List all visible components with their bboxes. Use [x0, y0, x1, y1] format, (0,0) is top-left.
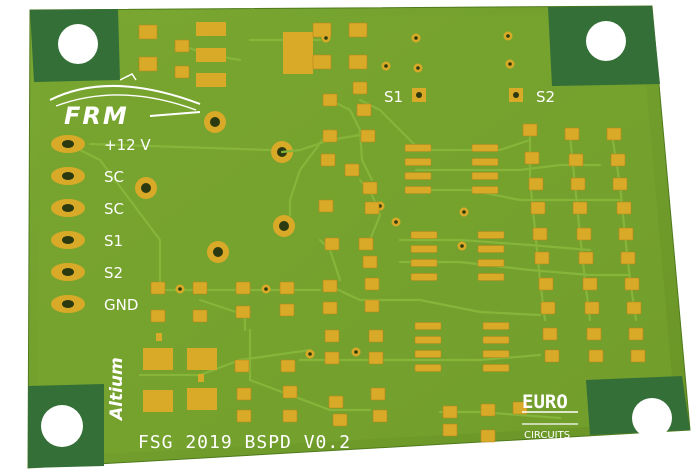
- mounting-hole-top-left: [58, 24, 98, 64]
- connector-label-sc-2: SC: [104, 200, 124, 218]
- frm-logo-text: FRM: [64, 102, 129, 130]
- connector-label-gnd: GND: [104, 296, 138, 314]
- mounting-hole-bottom-right: [632, 398, 672, 438]
- testpoint-s1-label: S1: [384, 88, 403, 106]
- testpoint-s2: [509, 88, 523, 102]
- smd-pads-bottom-left: [143, 333, 217, 412]
- mounting-hole-top-right: [586, 21, 626, 61]
- eurocircuits-logo-top: EURO: [522, 391, 568, 413]
- connector-label-s1: S1: [104, 232, 123, 250]
- mounting-hole-bottom-left: [41, 405, 83, 447]
- eurocircuits-logo: EURO CIRCUITS: [522, 391, 578, 441]
- smd-pads-top: [138, 22, 376, 143]
- connector-label-s2: S2: [104, 264, 123, 282]
- connector-label-12v: +12 V: [104, 136, 151, 154]
- board-title: FSG 2019 BSPD V0.2: [138, 432, 351, 453]
- frm-logo: FRM: [49, 73, 201, 130]
- testpoint-s1: [412, 88, 426, 102]
- testpoint-s2-label: S2: [536, 88, 555, 106]
- connector-label-sc-1: SC: [104, 168, 124, 186]
- eurocircuits-logo-bottom: CIRCUITS: [524, 430, 570, 441]
- connector-pads: [51, 135, 85, 313]
- altium-logo: Altium: [107, 357, 127, 422]
